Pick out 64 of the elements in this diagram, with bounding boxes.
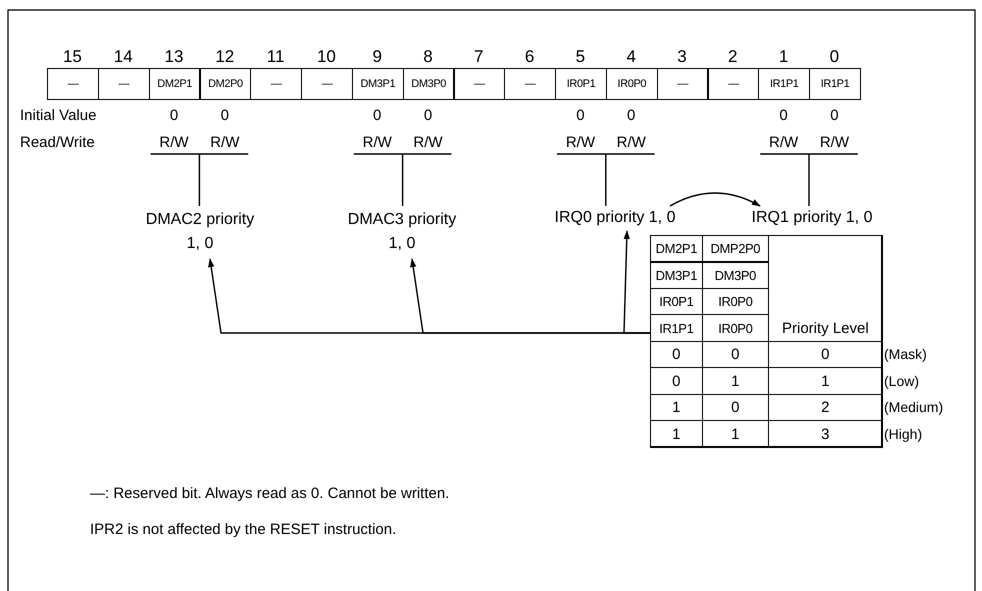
row-label: Initial Value — [20, 106, 98, 125]
bit-number: 8 — [422, 47, 434, 67]
bit-number: 14 — [112, 47, 134, 67]
bit-number: 2 — [727, 47, 739, 67]
bit-number: 15 — [62, 47, 83, 67]
bit-number: 3 — [676, 47, 688, 67]
bit-number: 1 — [778, 47, 790, 67]
initial-value: 0 — [168, 106, 180, 125]
access-type: R/W — [564, 132, 596, 152]
register-bit-cell: — — [250, 68, 302, 100]
register-bit-cell: IR1P1 — [809, 68, 862, 100]
priority-table — [650, 235, 882, 447]
level-note: (Low) — [884, 372, 920, 391]
table-cell: 3 — [768, 420, 883, 448]
register-bit-cell: — — [453, 68, 506, 100]
bit-number: 12 — [214, 47, 236, 67]
bit-number: 7 — [473, 47, 485, 67]
register-bit-cell: — — [707, 68, 760, 100]
bit-number: 10 — [316, 47, 337, 67]
level-note: (Medium) — [884, 398, 944, 418]
bit-number: 13 — [164, 47, 184, 67]
register-bit-cell: DM2P1 — [148, 68, 201, 100]
level-note: (Mask) — [884, 345, 928, 364]
access-type: R/W — [616, 132, 647, 152]
bit-number: 5 — [574, 47, 586, 67]
register-bit-cell: — — [504, 68, 556, 100]
bit-number: 11 — [266, 47, 286, 67]
register-bit-cell: IR0P0 — [606, 68, 658, 100]
bit-number: 0 — [828, 47, 840, 67]
initial-value: 0 — [422, 106, 434, 125]
bit-number: 4 — [625, 47, 637, 67]
initial-value: 0 — [829, 106, 840, 125]
note-text: IPR2 is not affected by the RESET instruction. — [90, 520, 398, 540]
access-type: R/W — [412, 132, 444, 152]
field-description: DMAC3 priority 1, 0 — [346, 206, 458, 258]
arrow — [670, 192, 761, 207]
level-note: (High) — [884, 424, 924, 444]
register-bit-cell: DM2P0 — [199, 68, 252, 100]
register-bit-cell: — — [656, 68, 709, 100]
initial-value: 0 — [778, 106, 789, 125]
register-bit-cell: DM3P1 — [352, 68, 404, 100]
bit-number: 6 — [524, 47, 536, 67]
initial-value: 0 — [372, 106, 382, 125]
register-bit-cell: — — [301, 68, 354, 100]
access-type: R/W — [818, 132, 850, 152]
field-description: IRQ1 priority 1, 0 — [732, 206, 892, 230]
access-type: R/W — [362, 132, 393, 152]
register-bit-cell: IR1P1 — [758, 68, 810, 100]
register-bit-cell: DM3P0 — [402, 68, 455, 100]
access-type: R/W — [158, 132, 190, 152]
note-text: —: Reserved bit. Always read as 0. Cannot be written. — [90, 484, 450, 504]
register-bit-cell: IR0P1 — [555, 68, 608, 100]
register-bit-cell: — — [98, 68, 150, 100]
access-type: R/W — [768, 132, 800, 152]
access-type: R/W — [209, 132, 240, 152]
initial-value: 0 — [626, 106, 636, 125]
initial-value: 0 — [575, 106, 586, 125]
bit-number: 9 — [371, 47, 383, 67]
register-bit-cell: — — [47, 68, 100, 100]
row-label: Read/Write — [20, 132, 96, 152]
field-description: DMAC2 priority 1, 0 — [144, 206, 256, 258]
field-description: IRQ0 priority 1, 0 — [532, 206, 698, 230]
initial-value: 0 — [220, 106, 230, 125]
arrow — [623, 230, 650, 334]
